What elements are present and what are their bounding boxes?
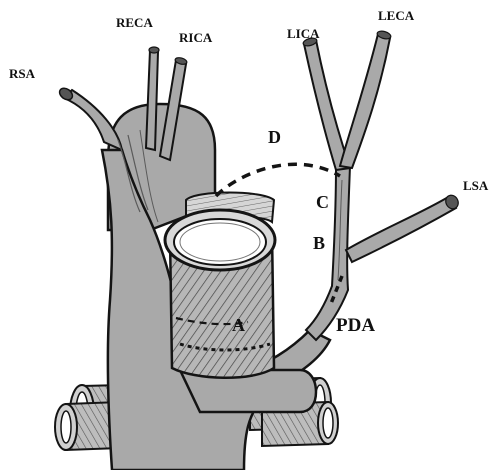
graft-conduit <box>165 193 275 378</box>
label-reca: RECA <box>116 15 153 30</box>
label-rica: RICA <box>179 30 213 45</box>
label-a: A <box>232 315 245 335</box>
label-rsa: RSA <box>9 66 36 81</box>
label-c: C <box>316 192 329 212</box>
label-leca: LECA <box>378 8 415 23</box>
label-lica: LICA <box>287 26 320 41</box>
label-pda: PDA <box>336 315 375 336</box>
label-lsa: LSA <box>463 178 489 193</box>
label-d: D <box>268 127 281 147</box>
label-b: B <box>313 233 325 253</box>
left-carotid-tree <box>302 30 460 340</box>
